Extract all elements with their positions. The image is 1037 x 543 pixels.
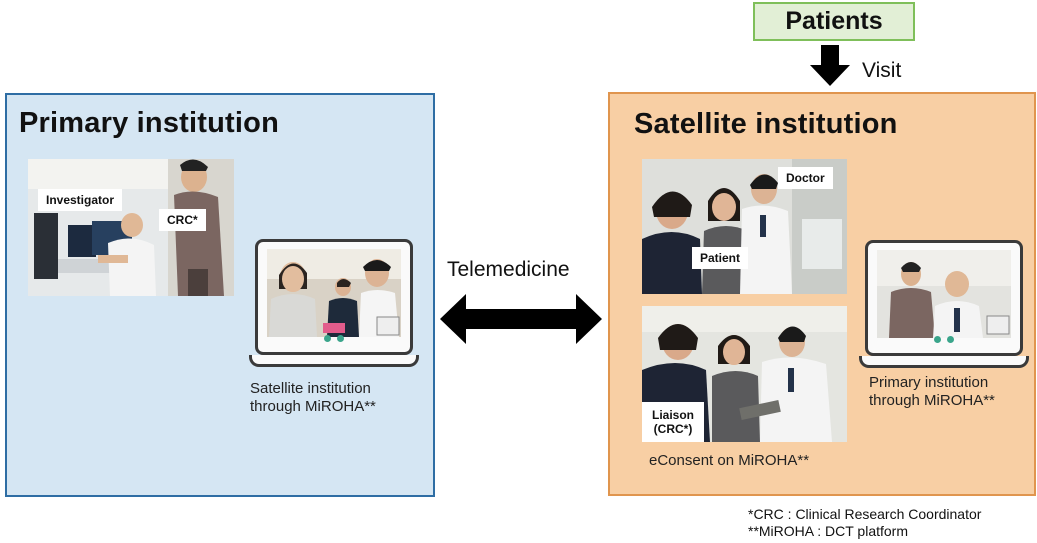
doctor-patient-photo: Doctor Patient bbox=[642, 159, 847, 294]
satellite-laptop-caption: Primary institution through MiROHA** bbox=[869, 374, 995, 410]
caption-line: through MiROHA** bbox=[250, 398, 376, 415]
caption-line: through MiROHA** bbox=[869, 392, 995, 409]
satellite-institution-title: Satellite institution bbox=[634, 108, 898, 140]
call-control-icon bbox=[337, 335, 344, 342]
call-controls bbox=[258, 329, 410, 347]
call-control-icon bbox=[934, 336, 941, 343]
footnote-crc: *CRC : Clinical Research Coordinator bbox=[748, 506, 982, 522]
patients-box: Patients bbox=[753, 2, 915, 41]
call-control-icon bbox=[947, 336, 954, 343]
primary-laptop-caption: Satellite institution through MiROHA** bbox=[250, 380, 376, 416]
investigator-tag: Investigator bbox=[38, 189, 123, 211]
call-control-icon bbox=[324, 335, 331, 342]
telemedicine-label: Telemedicine bbox=[447, 258, 570, 281]
liaison-econsent-photo: Liaison (CRC*) bbox=[642, 306, 847, 442]
doctor-tag: Doctor bbox=[778, 167, 833, 189]
primary-institution-panel: Primary institution Investigator CRC* bbox=[5, 93, 435, 497]
satellite-laptop bbox=[859, 240, 1029, 368]
econsent-caption: eConsent on MiROHA** bbox=[649, 452, 810, 469]
footnote-miroha: **MiROHA : DCT platform bbox=[748, 523, 908, 539]
crc-tag: CRC* bbox=[159, 209, 206, 231]
liaison-tag-line: (CRC*) bbox=[653, 422, 693, 436]
primary-video-screen bbox=[877, 250, 1011, 338]
call-controls bbox=[868, 330, 1020, 348]
investigator-crc-photo: Investigator CRC* bbox=[28, 159, 234, 296]
footnotes: *CRC : Clinical Research Coordinator **M… bbox=[748, 506, 981, 540]
caption-line: Satellite institution bbox=[250, 380, 371, 397]
patient-tag: Patient bbox=[692, 247, 749, 269]
liaison-tag-line: Liaison bbox=[652, 408, 695, 422]
satellite-institution-panel: Satellite institution Doctor Patient bbox=[608, 92, 1036, 496]
liaison-tag: Liaison (CRC*) bbox=[642, 402, 705, 442]
visit-arrow-icon bbox=[810, 45, 850, 86]
primary-laptop bbox=[249, 239, 419, 367]
caption-line: Primary institution bbox=[869, 374, 989, 391]
visit-label: Visit bbox=[862, 59, 902, 82]
telemedicine-double-arrow-icon bbox=[440, 294, 602, 344]
satellite-video-screen bbox=[267, 249, 401, 337]
primary-institution-title: Primary institution bbox=[19, 107, 279, 139]
